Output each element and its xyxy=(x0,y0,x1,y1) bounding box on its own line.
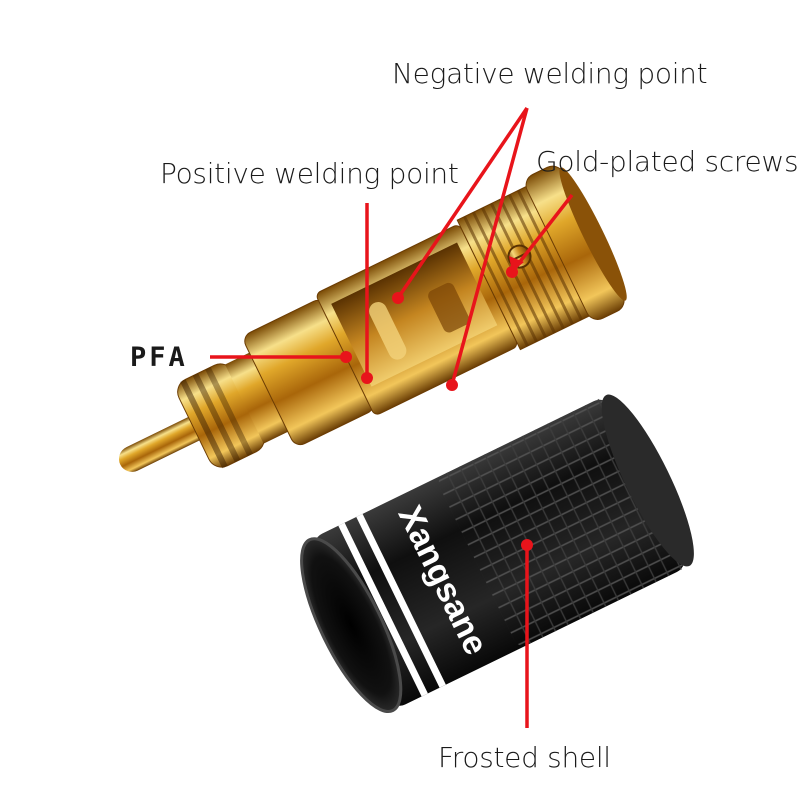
label-positive-welding-point: Positive welding point xyxy=(160,157,459,190)
label-frosted-shell: Frosted shell xyxy=(438,741,611,774)
arrowhead-gold-screws xyxy=(509,256,524,272)
annotation-lines xyxy=(210,107,574,728)
label-gold-plated-screws: Gold-plated screws xyxy=(536,145,799,178)
leader-negative-a xyxy=(396,107,529,299)
leader-negative-b xyxy=(450,107,529,386)
white-stripe-1 xyxy=(338,522,428,697)
leader-gold-screws xyxy=(510,193,574,274)
label-pfa: PFA xyxy=(130,342,188,373)
white-stripe-2 xyxy=(356,513,446,688)
shell-opening xyxy=(300,537,403,714)
label-negative-welding-point: Negative welding point xyxy=(392,57,708,90)
gold-rca-plug xyxy=(118,165,627,472)
black-frosted-shell: Xangsane xyxy=(300,394,694,714)
annotation-dots xyxy=(340,266,533,551)
